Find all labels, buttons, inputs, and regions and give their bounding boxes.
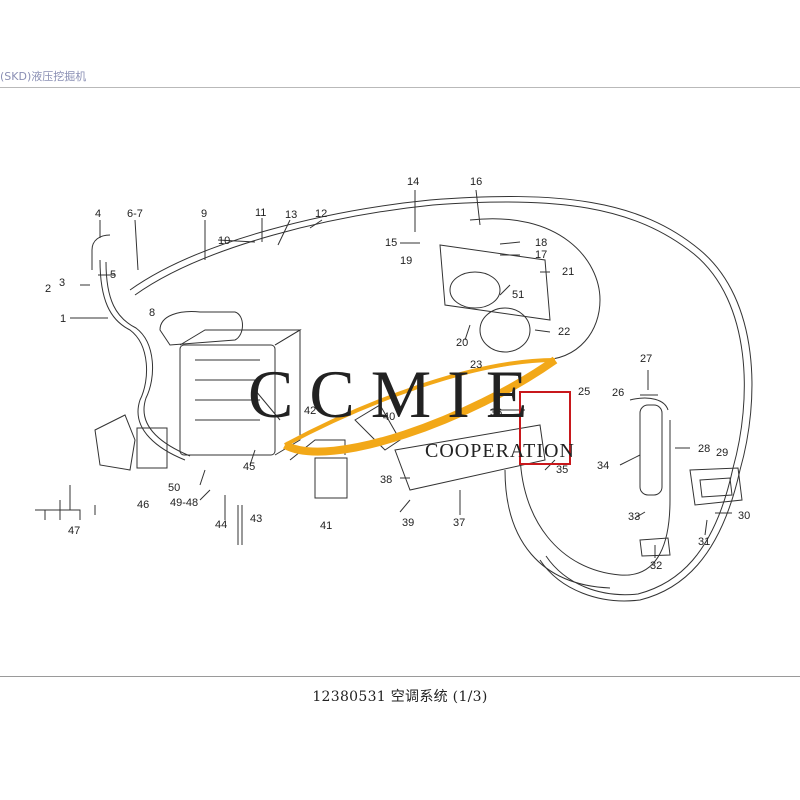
watermark-text: CCMIE <box>248 356 544 432</box>
bracket-32 <box>639 537 671 557</box>
compressor-bracket <box>439 244 551 321</box>
callout-28: 28 <box>698 443 710 455</box>
callout-51: 51 <box>512 289 524 301</box>
figure-caption: 12380531 空调系统 (1/3) <box>312 689 488 705</box>
callout-6-7: 6-7 <box>127 208 143 220</box>
callout-23: 23 <box>470 359 482 371</box>
plate-37 <box>394 424 546 491</box>
callout-13: 13 <box>285 209 297 221</box>
callout-27: 27 <box>640 353 652 365</box>
callout-41: 41 <box>320 520 332 532</box>
panel-41 <box>314 457 348 499</box>
bracket-29 <box>689 467 743 506</box>
hose-left <box>99 259 186 461</box>
callout-16: 16 <box>470 176 482 188</box>
callout-8: 8 <box>149 307 155 319</box>
pipe-4 <box>91 234 111 270</box>
duct-left <box>94 414 136 471</box>
callout-39: 39 <box>402 517 414 529</box>
callout-17: 17 <box>535 249 547 261</box>
callout-33: 33 <box>628 511 640 523</box>
callout-11: 11 <box>255 207 266 219</box>
callout-50: 50 <box>168 482 180 494</box>
callout-49-48: 49-48 <box>170 497 198 509</box>
fastener-47 <box>35 485 96 520</box>
callout-29: 29 <box>716 447 728 459</box>
hose-inner-loop <box>469 218 601 361</box>
callout-34: 34 <box>597 460 609 472</box>
callout-26: 26 <box>612 387 624 399</box>
callout-21: 21 <box>562 266 574 278</box>
hvac-unit <box>179 344 276 456</box>
callout-30: 30 <box>738 510 750 522</box>
belt-pulley <box>449 271 501 309</box>
bottom-divider <box>0 676 800 677</box>
highlight-box <box>519 391 571 465</box>
callout-47: 47 <box>68 525 80 537</box>
hose-outer-loop <box>129 196 753 602</box>
callout-32: 32 <box>650 560 662 572</box>
callout-36: 36 <box>490 407 502 419</box>
compressor <box>479 307 531 353</box>
watermark-swoosh <box>283 356 558 456</box>
watermark-subtext: COOPERATION <box>425 440 575 462</box>
callout-40: 40 <box>383 411 395 423</box>
callout-2: 2 <box>45 283 51 295</box>
callout-37: 37 <box>453 517 465 529</box>
receiver-drier <box>639 404 663 496</box>
callout-44: 44 <box>215 519 227 531</box>
callout-12: 12 <box>315 208 327 220</box>
hose-left-2 <box>105 261 191 457</box>
callout-15: 15 <box>385 237 397 249</box>
hose-right-lower <box>519 420 671 576</box>
callout-31: 31 <box>698 536 710 548</box>
callout-38: 38 <box>380 474 392 486</box>
callout-19: 19 <box>400 255 412 267</box>
callout-35: 35 <box>556 464 568 476</box>
header-title: (SKD)液压挖掘机 <box>0 70 87 83</box>
callout-5: 5 <box>110 269 116 281</box>
callout-4: 4 <box>95 208 101 220</box>
callout-10: 10 <box>218 235 230 247</box>
hose-right-lower-2 <box>504 469 611 589</box>
filter-top <box>159 311 243 346</box>
callout-46: 46 <box>137 499 149 511</box>
callout-14: 14 <box>407 176 419 188</box>
callout-45: 45 <box>243 461 255 473</box>
callout-25: 25 <box>578 386 590 398</box>
callout-20: 20 <box>456 337 468 349</box>
callout-42: 42 <box>304 405 316 417</box>
callout-22: 22 <box>558 326 570 338</box>
top-divider <box>0 87 800 88</box>
callout-1: 1 <box>60 313 66 325</box>
filter-46 <box>136 427 168 469</box>
callout-9: 9 <box>201 208 207 220</box>
callout-3: 3 <box>59 277 65 289</box>
hose-outer-loop-2 <box>134 201 745 596</box>
callout-43: 43 <box>250 513 262 525</box>
callout-18: 18 <box>535 237 547 249</box>
